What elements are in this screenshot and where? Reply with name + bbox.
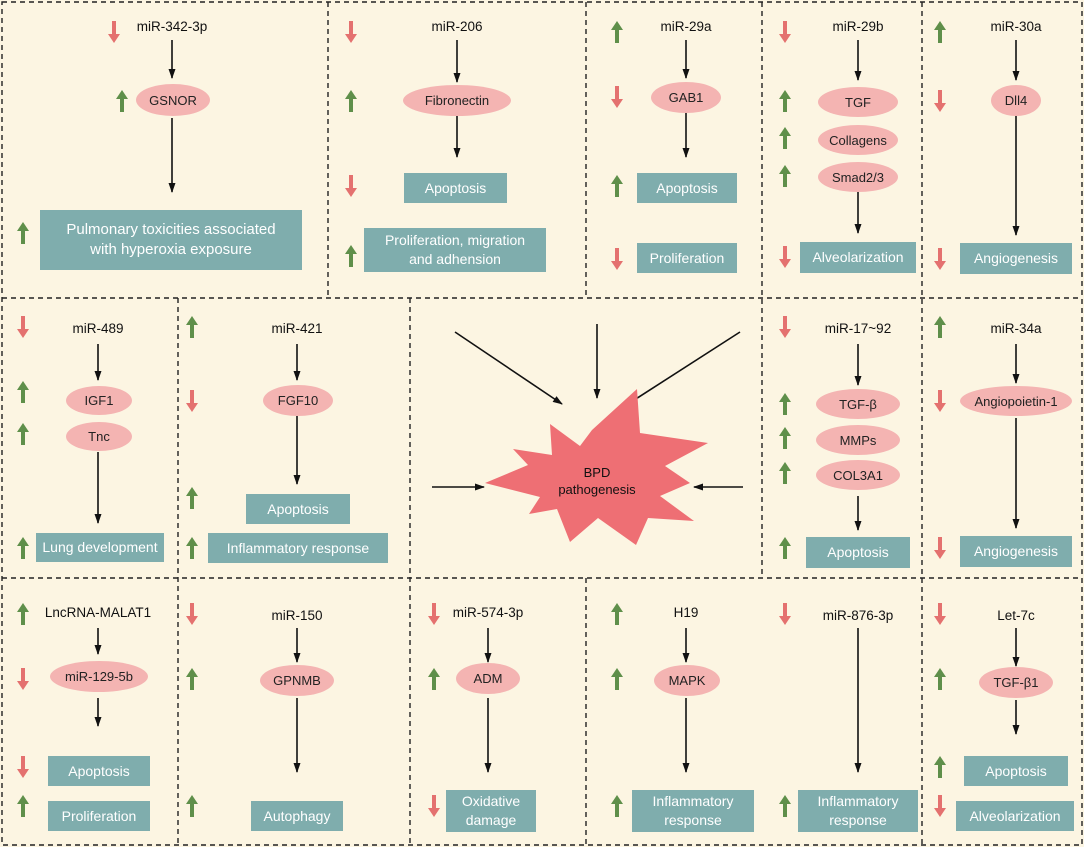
- p13-outcome-line1: Inflammatory: [652, 793, 734, 810]
- p8-target3-ellipse: COL3A1: [816, 460, 900, 490]
- bpd-center-label: BPD pathogenesis: [558, 464, 635, 498]
- p10-outcome2-box: Proliferation: [48, 801, 150, 831]
- p1-outcome-box: Pulmonary toxicities associated with hype…: [40, 210, 302, 270]
- p5-outcome-box: Angiogenesis: [960, 243, 1072, 274]
- p13-target-ellipse: MAPK: [654, 665, 720, 696]
- p1-outcome-line1: Pulmonary toxicities associated: [66, 220, 276, 238]
- p6-target1-ellipse: IGF1: [66, 386, 132, 415]
- p13-regulator: H19: [673, 605, 699, 620]
- p5-regulator: miR-30a: [990, 19, 1042, 34]
- p4-target3-ellipse: Smad2/3: [818, 162, 898, 192]
- p1-target-ellipse: GSNOR: [136, 84, 210, 116]
- p4-target2-ellipse: Collagens: [818, 125, 898, 155]
- p9-regulator: miR-34a: [990, 321, 1042, 336]
- p3-outcome2-box: Proliferation: [637, 243, 737, 273]
- bpd-label-line2: pathogenesis: [558, 482, 636, 497]
- p12-outcome-line2: damage: [465, 812, 517, 828]
- regulation-arrows: [17, 21, 946, 817]
- p8-target2-ellipse: MMPs: [816, 425, 900, 455]
- p4-regulator: miR-29b: [832, 19, 884, 34]
- p11-outcome-box: Autophagy: [251, 801, 343, 831]
- flow-arrows: [94, 40, 1020, 773]
- p4-outcome-box: Alveolarization: [800, 242, 916, 273]
- p12-target-ellipse: ADM: [456, 663, 520, 694]
- p4-target1-ellipse: TGF: [818, 87, 898, 117]
- p14-outcome-line1: Inflammatory: [817, 793, 899, 810]
- p15-outcome2-box: Alveolarization: [956, 801, 1074, 831]
- p15-target-ellipse: TGF-β1: [979, 667, 1053, 698]
- p6-outcome-box: Lung development: [36, 533, 164, 562]
- p8-target1-ellipse: TGF-β: [816, 389, 900, 419]
- p9-target-ellipse: Angiopoietin-1: [960, 386, 1072, 416]
- p2-outcome2-line1: Proliferation, migration: [384, 232, 526, 249]
- p8-regulator: miR-17~92: [824, 321, 892, 336]
- p14-outcome-box: Inflammatory response: [798, 790, 918, 832]
- p14-regulator: miR-876-3p: [822, 608, 894, 623]
- p10-regulator: LncRNA-MALAT1: [44, 605, 152, 620]
- p1-outcome-line2: with hyperoxia exposure: [90, 241, 252, 258]
- p7-target-ellipse: FGF10: [263, 385, 333, 416]
- p6-regulator: miR-489: [72, 321, 124, 336]
- p12-regulator: miR-574-3p: [452, 605, 524, 620]
- p15-regulator: Let-7c: [997, 608, 1035, 623]
- bpd-star-shape: [485, 389, 708, 545]
- p2-target-ellipse: Fibronectin: [403, 85, 511, 116]
- p5-target-ellipse: Dll4: [991, 85, 1041, 116]
- p3-regulator: miR-29a: [660, 19, 712, 34]
- p15-outcome1-box: Apoptosis: [964, 756, 1068, 786]
- p7-outcome2-box: Inflammatory response: [208, 533, 388, 563]
- p3-target-ellipse: GAB1: [651, 82, 721, 113]
- p1-regulator: miR-342-3p: [136, 19, 208, 34]
- p2-outcome2-line2: and adhension: [409, 251, 501, 267]
- p14-outcome-line2: response: [829, 812, 887, 828]
- p7-outcome1-box: Apoptosis: [246, 494, 350, 524]
- p6-target2-ellipse: Tnc: [66, 422, 132, 451]
- bpd-label-line1: BPD: [583, 465, 611, 480]
- p3-outcome1-box: Apoptosis: [637, 173, 737, 203]
- p13-outcome-box: Inflammatory response: [632, 790, 754, 832]
- p12-outcome-box: Oxidative damage: [446, 790, 536, 832]
- p9-outcome-box: Angiogenesis: [960, 536, 1072, 567]
- p8-outcome-box: Apoptosis: [806, 537, 910, 568]
- p11-target-ellipse: GPNMB: [260, 665, 334, 696]
- p13-outcome-line2: response: [664, 812, 722, 828]
- p2-regulator: miR-206: [431, 19, 483, 34]
- p2-outcome2-box: Proliferation, migration and adhension: [364, 228, 546, 272]
- p11-regulator: miR-150: [271, 608, 323, 623]
- p10-target-ellipse: miR-129-5b: [50, 661, 148, 692]
- p2-outcome1-box: Apoptosis: [404, 173, 507, 203]
- p7-regulator: miR-421: [271, 321, 323, 336]
- p12-outcome-line1: Oxidative: [461, 793, 521, 810]
- p10-outcome1-box: Apoptosis: [48, 756, 150, 786]
